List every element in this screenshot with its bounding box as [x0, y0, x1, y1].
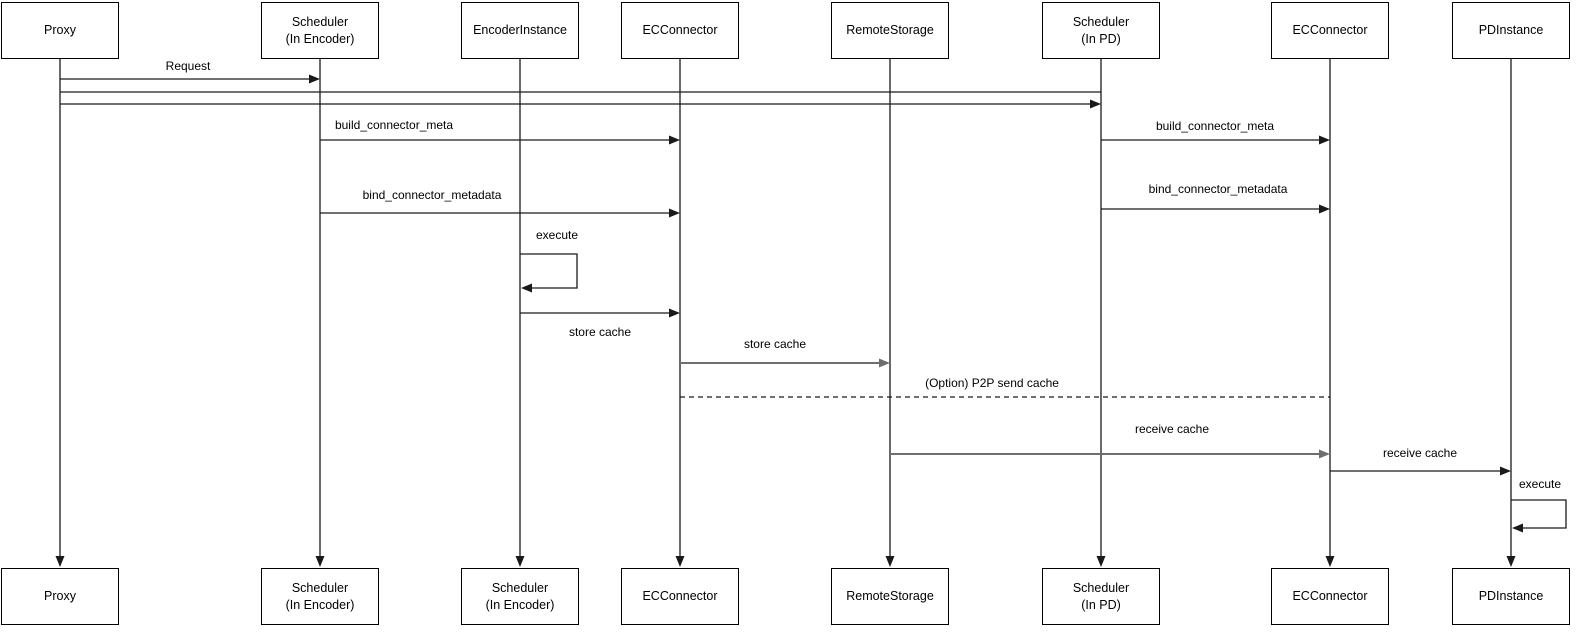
participant-top-ec-connector-encoder: ECConnector [621, 2, 739, 59]
participant-bottom-remote-storage: RemoteStorage [831, 568, 949, 625]
arrowhead [1319, 135, 1330, 145]
arrowhead [515, 556, 525, 567]
arrowhead [55, 556, 65, 567]
arrowhead [1319, 449, 1330, 459]
participant-bottom-ec-connector-pd: ECConnector [1271, 568, 1389, 625]
participant-top-remote-storage: RemoteStorage [831, 2, 949, 59]
participant-bottom-scheduler-in-pd: Scheduler (In PD) [1042, 568, 1160, 625]
participant-bottom-encoder-instance: Scheduler (In Encoder) [461, 568, 579, 625]
participant-bottom-ec-connector-encoder: ECConnector [621, 568, 739, 625]
message-label: receive cache [1382, 446, 1458, 460]
arrowhead [1319, 204, 1330, 214]
message-label: build_connector_meta [1155, 119, 1275, 133]
arrowhead [885, 556, 895, 567]
arrowhead [521, 283, 532, 293]
self-loop-label: execute [535, 228, 579, 242]
participant-top-ec-connector-pd: ECConnector [1271, 2, 1389, 59]
arrowhead [669, 308, 680, 318]
message-label: build_connector_meta [334, 118, 454, 132]
self-loop-label: execute [1518, 477, 1562, 491]
participant-top-scheduler-in-pd: Scheduler (In PD) [1042, 2, 1160, 59]
arrowhead [669, 135, 680, 145]
participant-bottom-proxy: Proxy [1, 568, 119, 625]
arrowhead [1090, 99, 1101, 109]
participant-top-encoder-instance: EncoderInstance [461, 2, 579, 59]
arrowhead [1506, 556, 1516, 567]
arrowhead [879, 358, 890, 368]
arrowhead [1096, 556, 1106, 567]
arrowhead [1325, 556, 1335, 567]
self-loop [1511, 499, 1567, 529]
participant-top-pd-instance: PDInstance [1452, 2, 1570, 59]
participant-top-proxy: Proxy [1, 2, 119, 59]
participant-bottom-pd-instance: PDInstance [1452, 568, 1570, 625]
message-label: bind_connector_metadata [362, 188, 502, 202]
arrowhead [315, 556, 325, 567]
participant-bottom-scheduler-in-encoder: Scheduler (In Encoder) [261, 568, 379, 625]
arrowhead [669, 208, 680, 218]
arrowhead [675, 556, 685, 567]
message-label: (Option) P2P send cache [925, 376, 1059, 390]
message-label: bind_connector_metadata [1148, 182, 1288, 196]
message-label: store cache [743, 337, 807, 351]
message-label: Request [165, 59, 211, 73]
arrowhead [1512, 523, 1523, 533]
participant-top-scheduler-in-encoder: Scheduler (In Encoder) [261, 2, 379, 59]
arrowhead [309, 74, 320, 84]
self-loop [520, 253, 578, 289]
message-label: store cache [568, 325, 632, 339]
message-label: receive cache [1134, 422, 1210, 436]
arrowhead [1500, 466, 1511, 476]
